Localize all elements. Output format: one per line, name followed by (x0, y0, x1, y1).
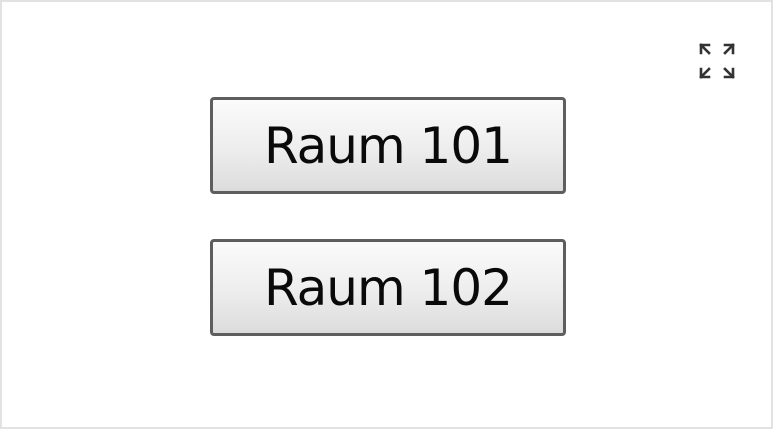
room-101-button[interactable]: Raum 101 (210, 97, 566, 194)
fullscreen-expand-icon (699, 43, 735, 79)
room-102-button[interactable]: Raum 102 (210, 239, 566, 336)
fullscreen-button[interactable] (698, 42, 736, 80)
room-101-label: Raum 101 (263, 116, 513, 175)
room-102-label: Raum 102 (263, 258, 513, 317)
